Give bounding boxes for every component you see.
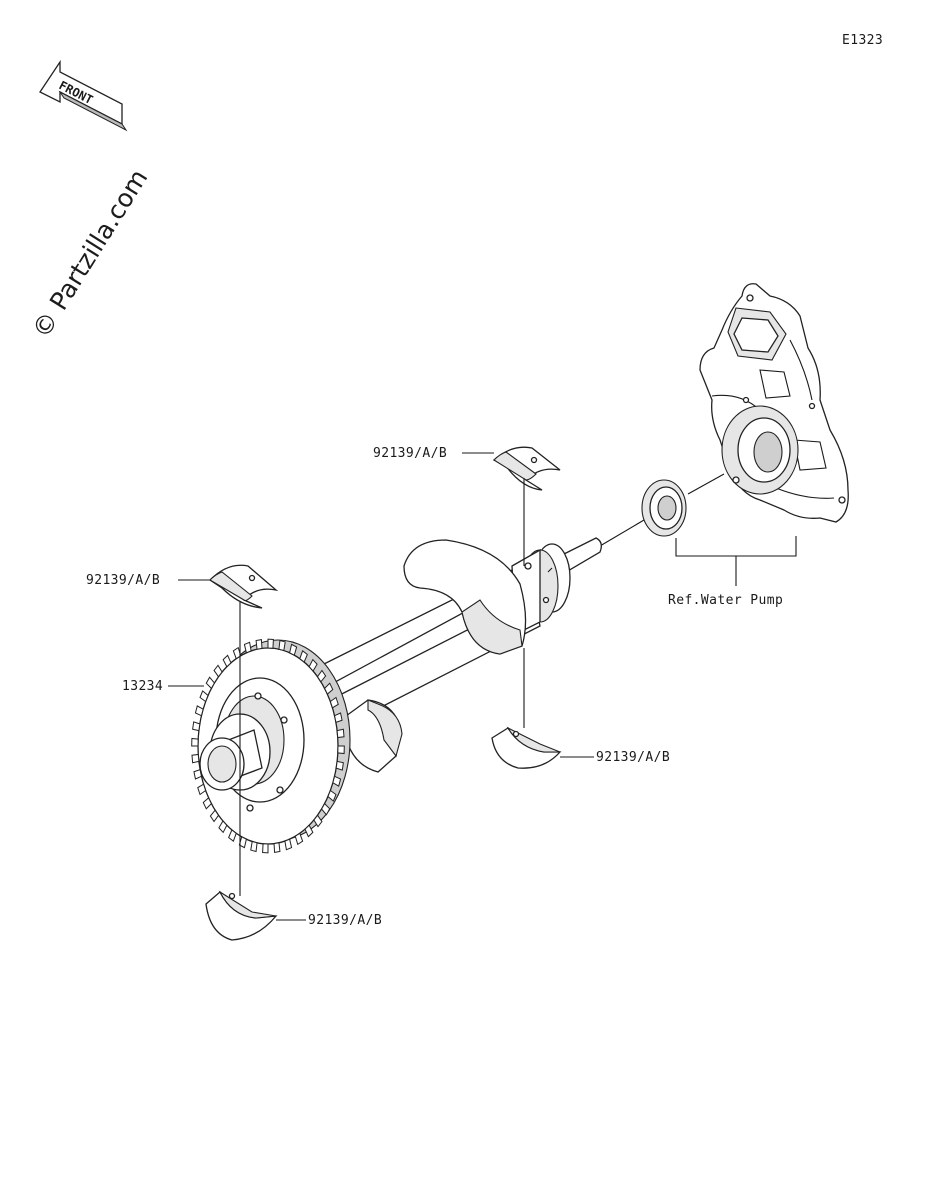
water-pump-cover xyxy=(699,283,849,523)
gear-tooth xyxy=(209,809,220,823)
gear-tooth xyxy=(250,840,258,853)
gear-teeth xyxy=(191,638,345,854)
label-water-pump: Ref.Water Pump xyxy=(668,593,783,608)
gear-tooth xyxy=(197,783,207,796)
oil-seal xyxy=(641,479,687,537)
leader-lines xyxy=(168,452,797,921)
label-bearing-left: 92139/A/B xyxy=(86,573,160,588)
bearing-shell-top xyxy=(492,446,561,491)
gear-tooth xyxy=(294,832,304,846)
gear-tooth xyxy=(243,641,252,654)
gear-tooth xyxy=(273,842,281,854)
gear-tooth xyxy=(255,638,263,650)
gear-tooth xyxy=(329,696,339,709)
gear-tooth xyxy=(222,654,232,668)
gear-tooth xyxy=(191,737,199,747)
gear-tooth xyxy=(213,664,223,678)
label-bearing-right: 92139/A/B xyxy=(596,750,670,765)
gear-tooth xyxy=(284,838,293,851)
label-bearing-top: 92139/A/B xyxy=(373,446,447,461)
gear-tooth xyxy=(218,820,228,834)
gear-tooth xyxy=(304,824,314,838)
gear-tooth xyxy=(332,775,342,787)
gear-tooth xyxy=(289,643,298,656)
front-arrow-icon: FRONT xyxy=(39,59,128,132)
gear-tooth xyxy=(299,650,308,663)
gear-tooth xyxy=(313,814,323,828)
gear-tooth xyxy=(199,690,209,703)
bearing-shell-bottom xyxy=(205,890,278,941)
gear-tooth xyxy=(324,682,334,695)
watermark: © Partzilla.com xyxy=(26,164,153,343)
bearing-shell-left xyxy=(208,564,279,609)
gear-tooth xyxy=(316,669,327,683)
gear-tooth xyxy=(238,836,247,849)
gear-tooth xyxy=(337,745,345,755)
gear-tooth xyxy=(327,789,337,802)
gear-tooth xyxy=(232,646,242,660)
diagram-code: E1323 xyxy=(842,33,883,48)
gear-tooth xyxy=(320,802,331,816)
bearing-shell-right xyxy=(491,726,562,769)
gear-tooth xyxy=(308,658,318,672)
balancer-gear xyxy=(191,638,351,854)
label-gear: 13234 xyxy=(122,679,163,694)
gear-tooth xyxy=(262,843,269,854)
gear-tooth xyxy=(335,760,344,771)
gear-tooth xyxy=(228,829,237,842)
gear-tooth xyxy=(278,639,286,652)
gear-tooth xyxy=(267,638,274,649)
gear-tooth xyxy=(336,728,345,739)
gear-tooth xyxy=(205,676,216,690)
gear-tooth xyxy=(202,797,212,810)
gear-tooth xyxy=(192,721,201,732)
gear-tooth xyxy=(334,712,343,724)
gear-tooth xyxy=(191,753,200,764)
gear-tooth xyxy=(194,705,204,717)
label-bearing-bottom: 92139/A/B xyxy=(308,913,382,928)
